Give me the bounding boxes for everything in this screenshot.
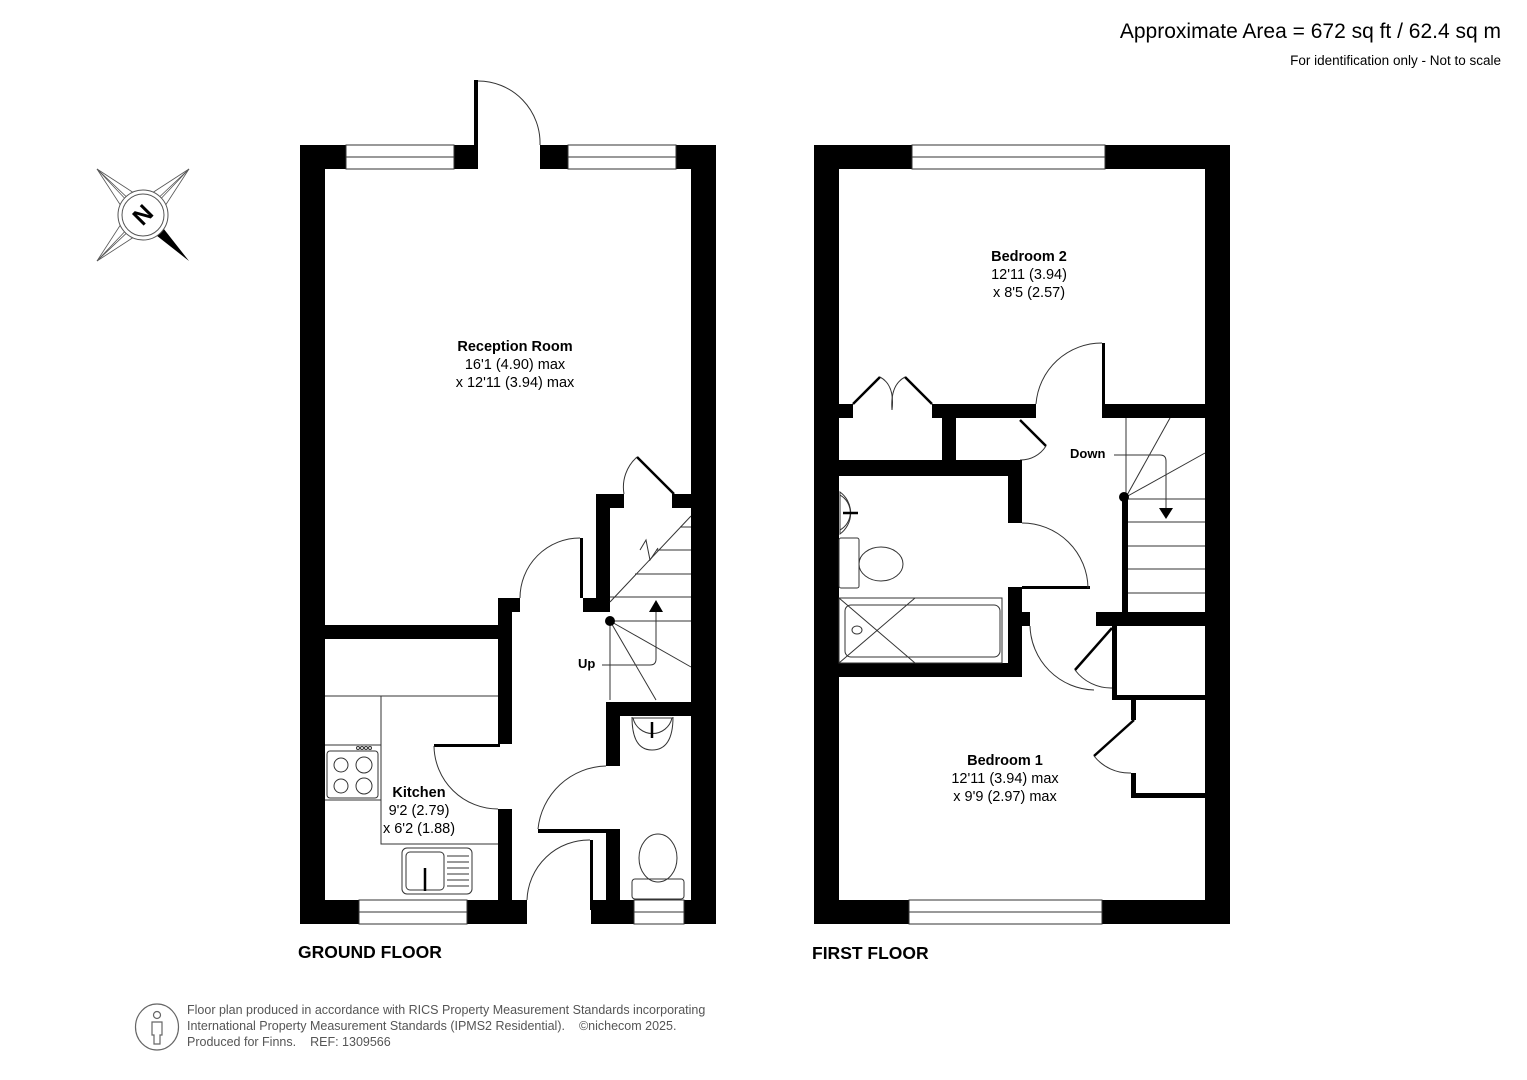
scale-note: For identification only - Not to scale <box>1290 53 1501 68</box>
ground-stairs <box>602 515 692 701</box>
room-name: Reception Room <box>457 339 573 355</box>
room-label-reception: Reception Room 16'1 (4.90) max x 12'11 (… <box>456 338 575 392</box>
room-dimension: 12'11 (3.94) <box>991 267 1067 283</box>
room-name: Bedroom 2 <box>991 249 1067 265</box>
room-dimension: 9'2 (2.79) <box>388 803 450 819</box>
approximate-area: Approximate Area = 672 sq ft / 62.4 sq m <box>1119 20 1501 43</box>
room-dimension: x 9'9 (2.97) max <box>953 789 1057 805</box>
room-name: Bedroom 1 <box>967 753 1043 769</box>
stairs-up-label: Up <box>578 656 596 671</box>
stairs-down-label: Down <box>1070 446 1106 461</box>
room-name: Kitchen <box>392 785 446 801</box>
footer-disclaimer: Floor plan produced in accordance with R… <box>187 1002 705 1050</box>
footer-line-2: International Property Measurement Stand… <box>187 1018 705 1034</box>
footer-produced-for: Produced for Finns. <box>187 1035 297 1049</box>
room-dimension: x 12'11 (3.94) max <box>455 375 575 391</box>
room-label-bedroom-2: Bedroom 2 12'11 (3.94) x 8'5 (2.57) <box>991 248 1067 302</box>
footer-reference: REF: 1309566 <box>310 1035 391 1049</box>
ground-floor-plan <box>300 80 716 925</box>
room-dimension: x 6'2 (1.88) <box>382 821 456 837</box>
footer-copyright: ©nichecom 2025. <box>578 1019 677 1033</box>
room-label-kitchen: Kitchen 9'2 (2.79) x 6'2 (1.88) <box>383 784 455 838</box>
room-dimension: 12'11 (3.94) max <box>951 771 1059 787</box>
room-dimension: 16'1 (4.90) max <box>464 357 566 373</box>
first-floor-title: FIRST FLOOR <box>812 943 929 963</box>
first-stairs <box>1096 417 1206 626</box>
room-dimension: x 8'5 (2.57) <box>992 285 1066 301</box>
person-icon <box>134 1003 180 1051</box>
ground-floor-title: GROUND FLOOR <box>298 942 442 962</box>
footer-line-3: Produced for Finns. REF: 1309566 <box>187 1034 705 1050</box>
room-label-bedroom-1: Bedroom 1 12'11 (3.94) max x 9'9 (2.97) … <box>951 752 1058 806</box>
north-compass-icon: N <box>96 168 190 262</box>
footer-ipms: International Property Measurement Stand… <box>187 1019 565 1033</box>
footer-line-1: Floor plan produced in accordance with R… <box>187 1003 706 1017</box>
